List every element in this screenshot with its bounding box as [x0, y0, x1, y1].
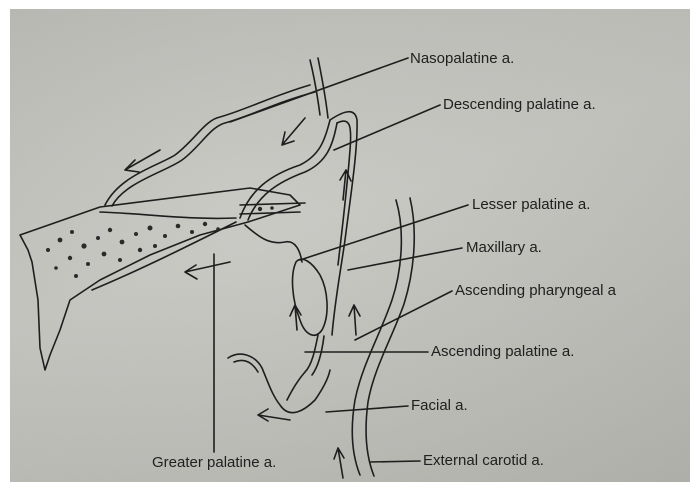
- label-external-carotid: External carotid a.: [423, 452, 544, 469]
- arrow-asc-pharyngeal: [349, 305, 360, 335]
- label-ascending-palatine: Ascending palatine a.: [431, 343, 574, 360]
- leader-external-carotid: [370, 461, 420, 462]
- tonsil-structure: [293, 259, 328, 335]
- lesser-palatine-artery: [245, 225, 302, 262]
- label-nasopalatine: Nasopalatine a.: [410, 50, 514, 67]
- arrow-greater-palatine: [185, 262, 230, 279]
- ascending-palatine-artery: [287, 335, 324, 400]
- leader-ascending-pharyngeal: [355, 291, 452, 340]
- label-descending-palatine: Descending palatine a.: [443, 96, 596, 113]
- label-ascending-pharyngeal: Ascending pharyngeal a: [455, 282, 616, 299]
- facial-artery: [228, 354, 330, 413]
- leader-maxillary: [348, 248, 462, 270]
- label-facial: Facial a.: [411, 397, 468, 414]
- arrow-descending: [282, 118, 305, 145]
- arrow-carotid: [334, 448, 344, 478]
- label-maxillary: Maxillary a.: [466, 239, 542, 256]
- label-greater-palatine: Greater palatine a.: [152, 454, 276, 471]
- label-lesser-palatine: Lesser palatine a.: [472, 196, 590, 213]
- arrow-nasopalatine: [125, 150, 160, 172]
